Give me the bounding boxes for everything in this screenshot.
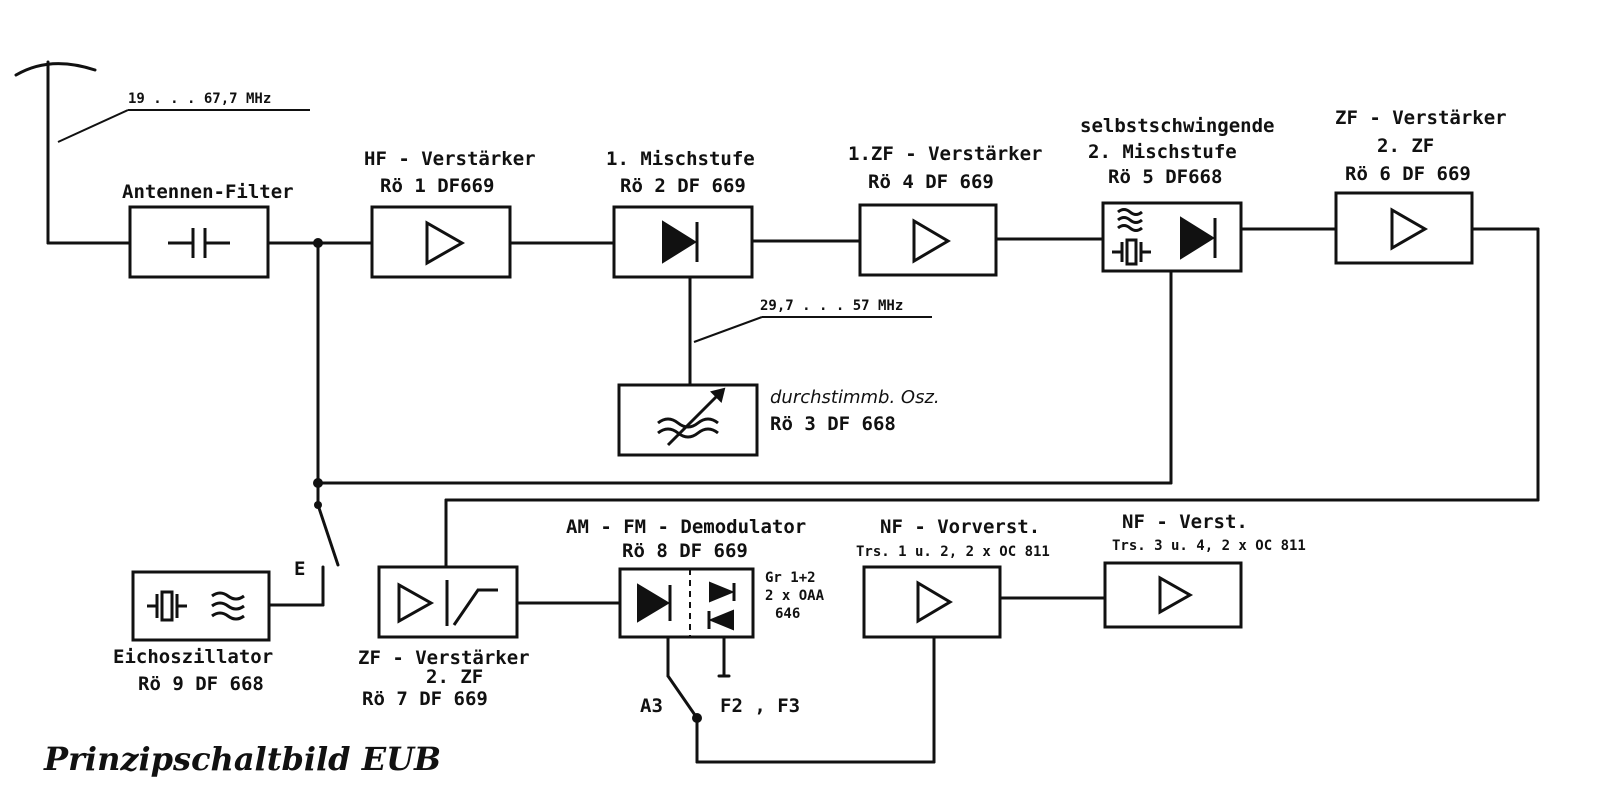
tunable-oscillator-icon [657, 387, 726, 447]
hf-verstaerker-block [370, 205, 512, 279]
switch-a3-f [666, 635, 936, 764]
demodulator-block [618, 567, 755, 639]
zf-verstaerker7-title: ZF - Verstärker [358, 647, 530, 669]
wave-icon [211, 591, 245, 621]
demodulator-note3: 646 [775, 606, 800, 622]
nf-vorverst-block [862, 565, 1002, 639]
amplifier-icon [912, 218, 951, 264]
diode-icon [662, 220, 697, 264]
zf-verstaerker2-tube: Rö 6 DF 669 [1345, 163, 1471, 185]
mischstufe2-tube: Rö 5 DF668 [1108, 166, 1222, 188]
switch-f-label: F2 , F3 [720, 695, 800, 717]
crystal-icon [147, 590, 187, 622]
mischstufe2-title: selbstschwingende [1080, 115, 1274, 137]
antennen-filter-block [128, 205, 270, 279]
amplifier-icon [425, 220, 466, 266]
leader-line [57, 109, 129, 143]
capacitor-icon [168, 228, 230, 258]
mischstufe1-tube: Rö 2 DF 669 [620, 175, 746, 197]
amplifier-icon [1390, 207, 1429, 251]
switch-e [314, 481, 340, 607]
nf-vorverst-trs: Trs. 1 u. 2, 2 x OC 811 [856, 544, 1050, 560]
amplifier-icon [397, 582, 435, 624]
zf-verstaerker1-title: 1.ZF - Verstärker [848, 143, 1042, 165]
demodulator-note2: 2 x OAA [765, 588, 825, 604]
amplifier-icon [1158, 575, 1194, 615]
switch-e-label: E [294, 558, 305, 580]
mischstufe1-title: 1. Mischstufe [606, 148, 755, 170]
eichoszillator-tube: Rö 9 DF 668 [138, 673, 264, 695]
antenna-range-label: 19 . . . 67,7 MHz [128, 91, 271, 107]
demodulator-note1: Gr 1+2 [765, 570, 816, 586]
diode-icon [709, 581, 735, 603]
switch-a3-label: A3 [640, 695, 663, 717]
oszillator-title: durchstimmb. Osz. [770, 387, 940, 408]
zf-verstaerker7-tube: Rö 7 DF 669 [362, 688, 488, 710]
hf-verstaerker-title: HF - Verstärker [364, 148, 536, 170]
oszillator-block [617, 383, 759, 457]
nf-verst-trs: Trs. 3 u. 4, 2 x OC 811 [1112, 538, 1306, 554]
mischstufe2-subtitle: 2. Mischstufe [1088, 141, 1237, 163]
zf-verstaerker7-zf: 2. ZF [426, 666, 483, 688]
amplifier-icon [916, 580, 953, 624]
nf-verst-title: NF - Verst. [1122, 511, 1248, 533]
antenna-icon [14, 60, 132, 245]
osc-range-label: 29,7 . . . 57 MHz [760, 298, 903, 314]
eichoszillator-block [131, 570, 271, 642]
zf-verstaerker2-block [1334, 191, 1474, 265]
zf-verstaerker2-zf: 2. ZF [1377, 135, 1434, 157]
zf-verstaerker7-block [377, 565, 519, 639]
demodulator-title: AM - FM - Demodulator [566, 516, 806, 538]
nf-vorverst-title: NF - Vorverst. [880, 516, 1040, 538]
demodulator-tube: Rö 8 DF 669 [622, 540, 748, 562]
diode-icon [708, 609, 734, 631]
eichoszillator-title: Eichoszillator [113, 646, 273, 668]
mischstufe2-block [1101, 201, 1243, 273]
discriminator-icon [452, 588, 498, 626]
mischstufe1-block [612, 205, 754, 279]
antennen-filter-label: Antennen-Filter [122, 181, 294, 203]
crystal-icon [1112, 238, 1151, 266]
zf-verstaerker2-title: ZF - Verstärker [1335, 107, 1507, 129]
zf-verstaerker1-tube: Rö 4 DF 669 [868, 171, 994, 193]
oszillator-tube: Rö 3 DF 668 [770, 413, 896, 435]
diagram-title: Prinzipschaltbild EUB [43, 740, 441, 778]
zf-verstaerker1-block [858, 203, 998, 277]
diode-icon [1180, 216, 1215, 260]
hf-verstaerker-tube: Rö 1 DF669 [380, 175, 494, 197]
nf-verst-block [1103, 561, 1243, 629]
diode-icon [637, 583, 670, 623]
